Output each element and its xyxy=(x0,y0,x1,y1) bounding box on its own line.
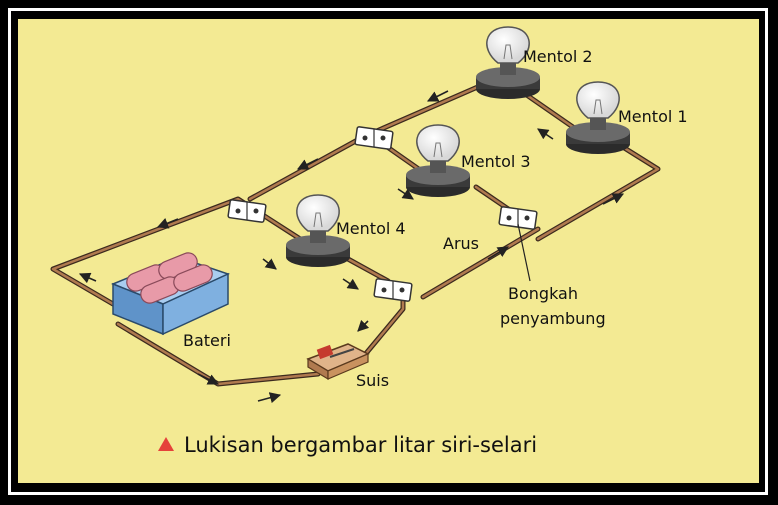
label-bulb-1: Mentol 1 xyxy=(618,107,688,126)
switch xyxy=(306,343,370,381)
connector-block-left xyxy=(227,199,267,223)
triangle-icon xyxy=(158,437,174,451)
connector-block-bottom xyxy=(373,278,413,302)
connector-block-right xyxy=(498,206,538,230)
battery-pack xyxy=(111,252,231,336)
label-connector-1: Bongkah xyxy=(508,284,578,303)
label-current: Arus xyxy=(443,234,479,253)
caption: Lukisan bergambar litar siri-selari xyxy=(158,433,537,457)
circuit-drawing xyxy=(50,26,661,404)
diagram-canvas: Mentol 2 Mentol 1 Mentol 3 Mentol 4 Arus… xyxy=(18,19,759,483)
bulb-2 xyxy=(476,26,540,99)
connector-pointer xyxy=(517,223,531,282)
label-bulb-3: Mentol 3 xyxy=(461,152,531,171)
bulb-1 xyxy=(566,81,630,154)
current-arrows xyxy=(78,90,625,404)
label-connector-2: penyambung xyxy=(500,309,606,328)
label-battery: Bateri xyxy=(183,331,231,350)
connector-block-top xyxy=(354,126,394,150)
label-switch: Suis xyxy=(356,371,390,390)
label-bulb-2: Mentol 2 xyxy=(523,47,593,66)
bulb-3 xyxy=(406,124,470,197)
battery-cells xyxy=(126,252,213,304)
bulb-4 xyxy=(286,194,350,267)
caption-text: Lukisan bergambar litar siri-selari xyxy=(184,433,538,457)
label-bulb-4: Mentol 4 xyxy=(336,219,406,238)
